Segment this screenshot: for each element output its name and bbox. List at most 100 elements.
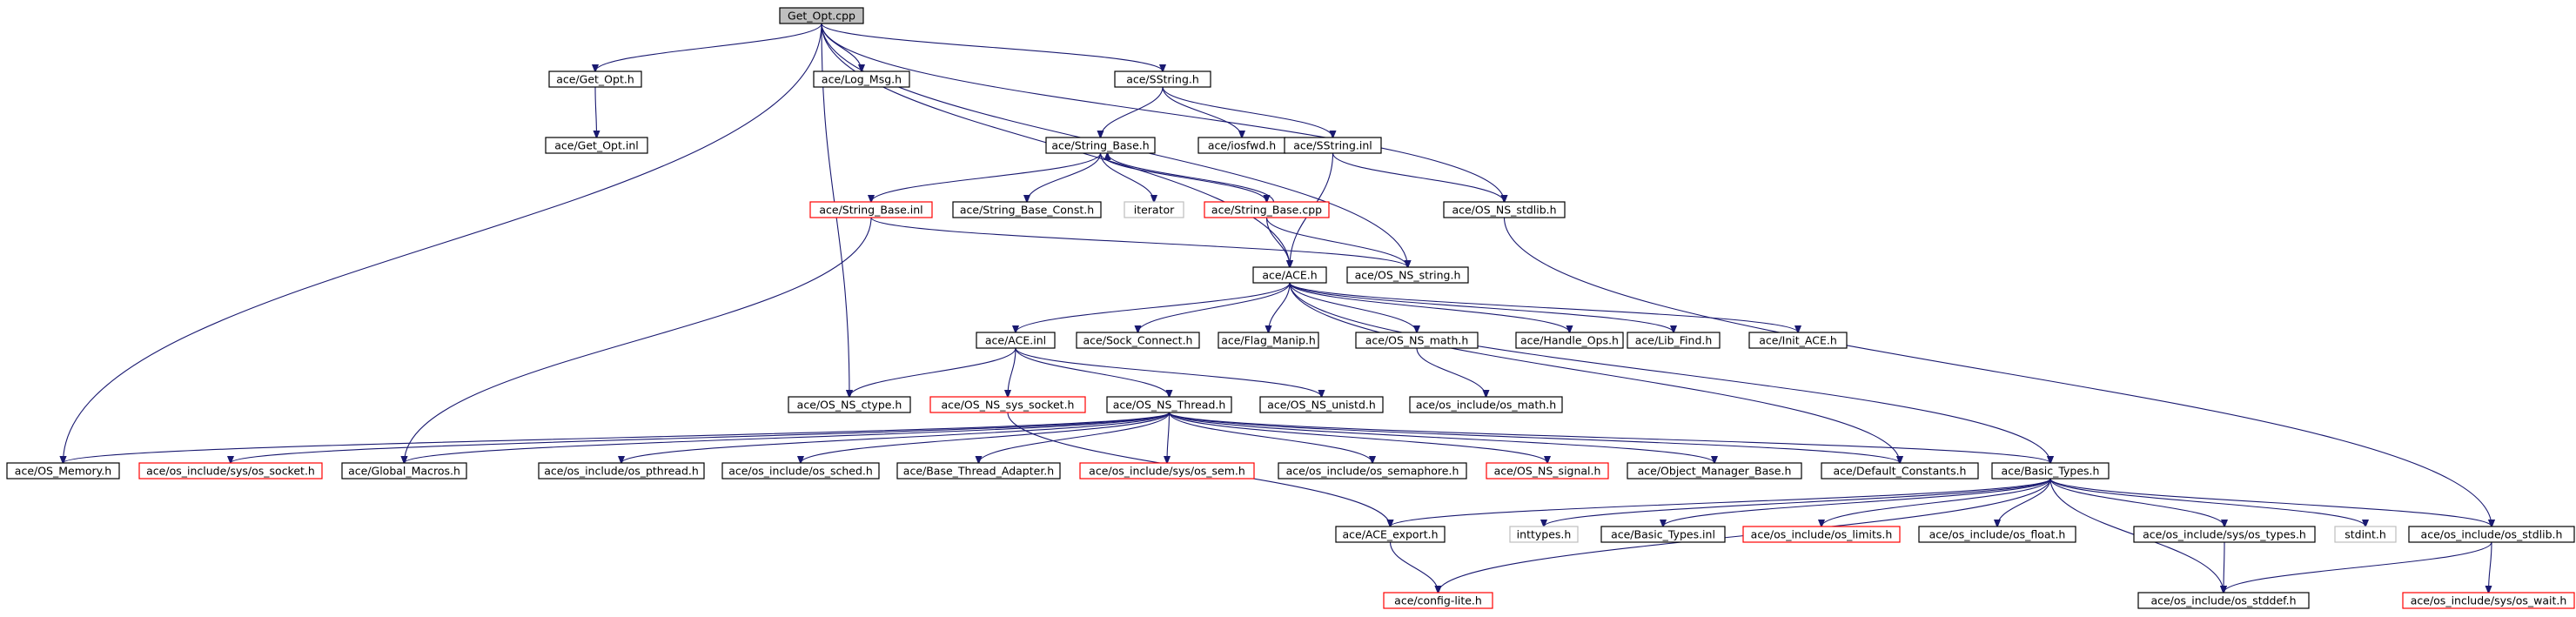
node-os_ns_ctype_h[interactable]: ace/OS_NS_ctype.h — [788, 396, 911, 413]
node-box-object_manager_base_h — [1627, 462, 1802, 480]
node-box-default_constants_h — [1821, 462, 1979, 480]
node-os_ns_thread_h[interactable]: ace/OS_NS_Thread.h — [1106, 396, 1232, 413]
node-os_ns_math_h[interactable]: ace/OS_NS_math.h — [1355, 332, 1479, 349]
edge-ace_h-to-os_ns_math_h — [1289, 282, 1417, 332]
node-box-ace_export_h — [1335, 526, 1446, 543]
edge-ace_h-to-init_ace_h — [1289, 282, 1798, 332]
node-get_opt_inl[interactable]: ace/Get_Opt.inl — [545, 137, 648, 154]
edge-basic_types_h-to-os_types_h — [2049, 478, 2224, 526]
node-box-ace_h — [1252, 266, 1327, 284]
node-label-os_sched_h: ace/os_include/os_sched.h — [728, 465, 873, 478]
edge-sstring_h-to-iosfwd_h — [1162, 86, 1242, 137]
node-get_opt_cpp[interactable]: Get_Opt.cpp — [779, 7, 864, 24]
node-box-sstring_h — [1114, 70, 1211, 88]
node-base_thread_adapter_h[interactable]: ace/Base_Thread_Adapter.h — [896, 462, 1061, 480]
node-os_sched_h[interactable]: ace/os_include/os_sched.h — [721, 462, 880, 480]
node-os_ns_signal_h[interactable]: ace/OS_NS_signal.h — [1486, 462, 1609, 480]
node-init_ace_h[interactable]: ace/Init_ACE.h — [1748, 332, 1848, 349]
node-box-sock_connect_h — [1076, 332, 1200, 349]
node-ace_h[interactable]: ace/ACE.h — [1252, 266, 1327, 284]
node-get_opt_h[interactable]: ace/Get_Opt.h — [548, 70, 642, 88]
node-box-config_lite_h — [1383, 592, 1493, 609]
node-config_lite_h[interactable]: ace/config-lite.h — [1383, 592, 1493, 609]
edge-os_ns_thread_h-to-os_ns_signal_h — [1168, 412, 1548, 463]
edge-ace_h-to-lib_find_h — [1289, 282, 1674, 332]
node-box-get_opt_inl — [545, 137, 648, 154]
node-handle_ops_h[interactable]: ace/Handle_Ops.h — [1515, 332, 1624, 349]
edge-os_ns_thread_h-to-default_constants_h — [1168, 412, 1901, 463]
edge-os_ns_thread_h-to-os_sem_h — [1167, 412, 1170, 463]
node-box-get_opt_cpp — [779, 7, 864, 24]
edge-ace_h-to-handle_ops_h — [1289, 282, 1570, 332]
node-flag_manip_h[interactable]: ace/Flag_Manip.h — [1218, 332, 1319, 349]
node-object_manager_base_h[interactable]: ace/Object_Manager_Base.h — [1627, 462, 1802, 480]
node-string_base_inl[interactable]: ace/String_Base.inl — [809, 201, 933, 218]
node-box-os_ns_ctype_h — [788, 396, 911, 413]
node-iterator: iterator — [1124, 201, 1184, 218]
node-iosfwd_h[interactable]: ace/iosfwd.h — [1197, 137, 1286, 154]
node-default_constants_h[interactable]: ace/Default_Constants.h — [1821, 462, 1979, 480]
node-label-ace_h: ace/ACE.h — [1262, 269, 1317, 282]
node-basic_types_inl[interactable]: ace/Basic_Types.inl — [1600, 526, 1726, 543]
node-string_base_const_h[interactable]: ace/String_Base_Const.h — [952, 201, 1102, 218]
node-box-os_ns_stdlib_h — [1443, 201, 1566, 218]
node-sstring_inl[interactable]: ace/SString.inl — [1284, 137, 1382, 154]
node-box-iterator — [1124, 201, 1184, 218]
node-label-get_opt_cpp: Get_Opt.cpp — [788, 10, 855, 23]
node-basic_types_h[interactable]: ace/Basic_Types.h — [1991, 462, 2110, 480]
edge-sstring_h-to-sstring_inl — [1162, 86, 1333, 137]
node-string_base_h[interactable]: ace/String_Base.h — [1045, 137, 1156, 154]
node-os_float_h[interactable]: ace/os_include/os_float.h — [1918, 526, 2076, 543]
node-box-os_ns_math_h — [1355, 332, 1479, 349]
edge-ace_h-to-default_constants_h — [1289, 282, 1900, 463]
node-label-os_ns_signal_h: ace/OS_NS_signal.h — [1494, 465, 1601, 478]
node-sock_connect_h[interactable]: ace/Sock_Connect.h — [1076, 332, 1200, 349]
node-os_stddef_h[interactable]: ace/os_include/os_stddef.h — [2137, 592, 2310, 609]
node-label-stdint_h: stdint.h — [2345, 528, 2386, 541]
edge-string_base_cpp-to-string_base_h — [1108, 153, 1275, 203]
node-os_pthread_h[interactable]: ace/os_include/os_pthread.h — [538, 462, 705, 480]
edge-string_base_inl-to-os_ns_string_h — [870, 217, 1408, 267]
node-os_ns_stdlib_h[interactable]: ace/OS_NS_stdlib.h — [1443, 201, 1566, 218]
node-os_types_h[interactable]: ace/os_include/sys/os_types.h — [2133, 526, 2316, 543]
node-label-iosfwd_h: ace/iosfwd.h — [1208, 139, 1276, 152]
node-box-os_socket_h — [138, 462, 323, 480]
edge-os_stdlib_h-to-os_wait_h — [2489, 541, 2492, 593]
node-os_ns_sys_socket_h[interactable]: ace/OS_NS_sys_socket.h — [929, 396, 1086, 413]
node-os_ns_unistd_h[interactable]: ace/OS_NS_unistd.h — [1259, 396, 1384, 413]
node-label-base_thread_adapter_h: ace/Base_Thread_Adapter.h — [903, 465, 1054, 478]
node-os_stdlib_h[interactable]: ace/os_include/os_stdlib.h — [2408, 526, 2575, 543]
node-sstring_h[interactable]: ace/SString.h — [1114, 70, 1211, 88]
node-os_wait_h[interactable]: ace/os_include/sys/os_wait.h — [2402, 592, 2575, 609]
edge-os_ns_thread_h-to-os_pthread_h — [621, 412, 1171, 463]
node-os_semaphore_h[interactable]: ace/os_include/os_semaphore.h — [1278, 462, 1467, 480]
node-label-os_ns_math_h: ace/OS_NS_math.h — [1365, 334, 1469, 347]
node-log_msg_h[interactable]: ace/Log_Msg.h — [813, 70, 910, 88]
edge-os_stdlib_h-to-os_stddef_h — [2224, 541, 2492, 593]
edge-string_base_cpp-to-os_ns_string_h — [1265, 217, 1408, 267]
edge-ace_h-to-sock_connect_h — [1138, 282, 1291, 332]
node-os_limits_h[interactable]: ace/os_include/os_limits.h — [1742, 526, 1901, 543]
node-box-os_sched_h — [721, 462, 880, 480]
node-string_base_cpp[interactable]: ace/String_Base.cpp — [1204, 201, 1330, 218]
edge-os_ns_thread_h-to-os_socket_h — [231, 412, 1171, 463]
node-os_ns_string_h[interactable]: ace/OS_NS_string.h — [1346, 266, 1469, 284]
node-global_macros_h[interactable]: ace/Global_Macros.h — [341, 462, 467, 480]
node-ace_inl[interactable]: ace/ACE.inl — [976, 332, 1056, 349]
node-os_math_h[interactable]: ace/os_include/os_math.h — [1409, 396, 1563, 413]
edge-get_opt_cpp-to-os_ns_stdlib_h — [821, 23, 1505, 202]
node-box-lib_find_h — [1627, 332, 1721, 349]
node-box-os_memory_h — [6, 462, 120, 480]
node-label-string_base_inl: ace/String_Base.inl — [819, 204, 922, 217]
node-label-inttypes_h: inttypes.h — [1517, 528, 1572, 541]
node-box-string_base_h — [1045, 137, 1156, 154]
node-ace_export_h[interactable]: ace/ACE_export.h — [1335, 526, 1446, 543]
node-os_memory_h[interactable]: ace/OS_Memory.h — [6, 462, 120, 480]
node-box-os_pthread_h — [538, 462, 705, 480]
edge-get_opt_h-to-get_opt_inl — [595, 86, 597, 137]
node-os_socket_h[interactable]: ace/os_include/sys/os_socket.h — [138, 462, 323, 480]
node-label-ace_export_h: ace/ACE_export.h — [1342, 528, 1438, 541]
node-os_sem_h[interactable]: ace/os_include/sys/os_sem.h — [1079, 462, 1255, 480]
node-lib_find_h[interactable]: ace/Lib_Find.h — [1627, 332, 1721, 349]
